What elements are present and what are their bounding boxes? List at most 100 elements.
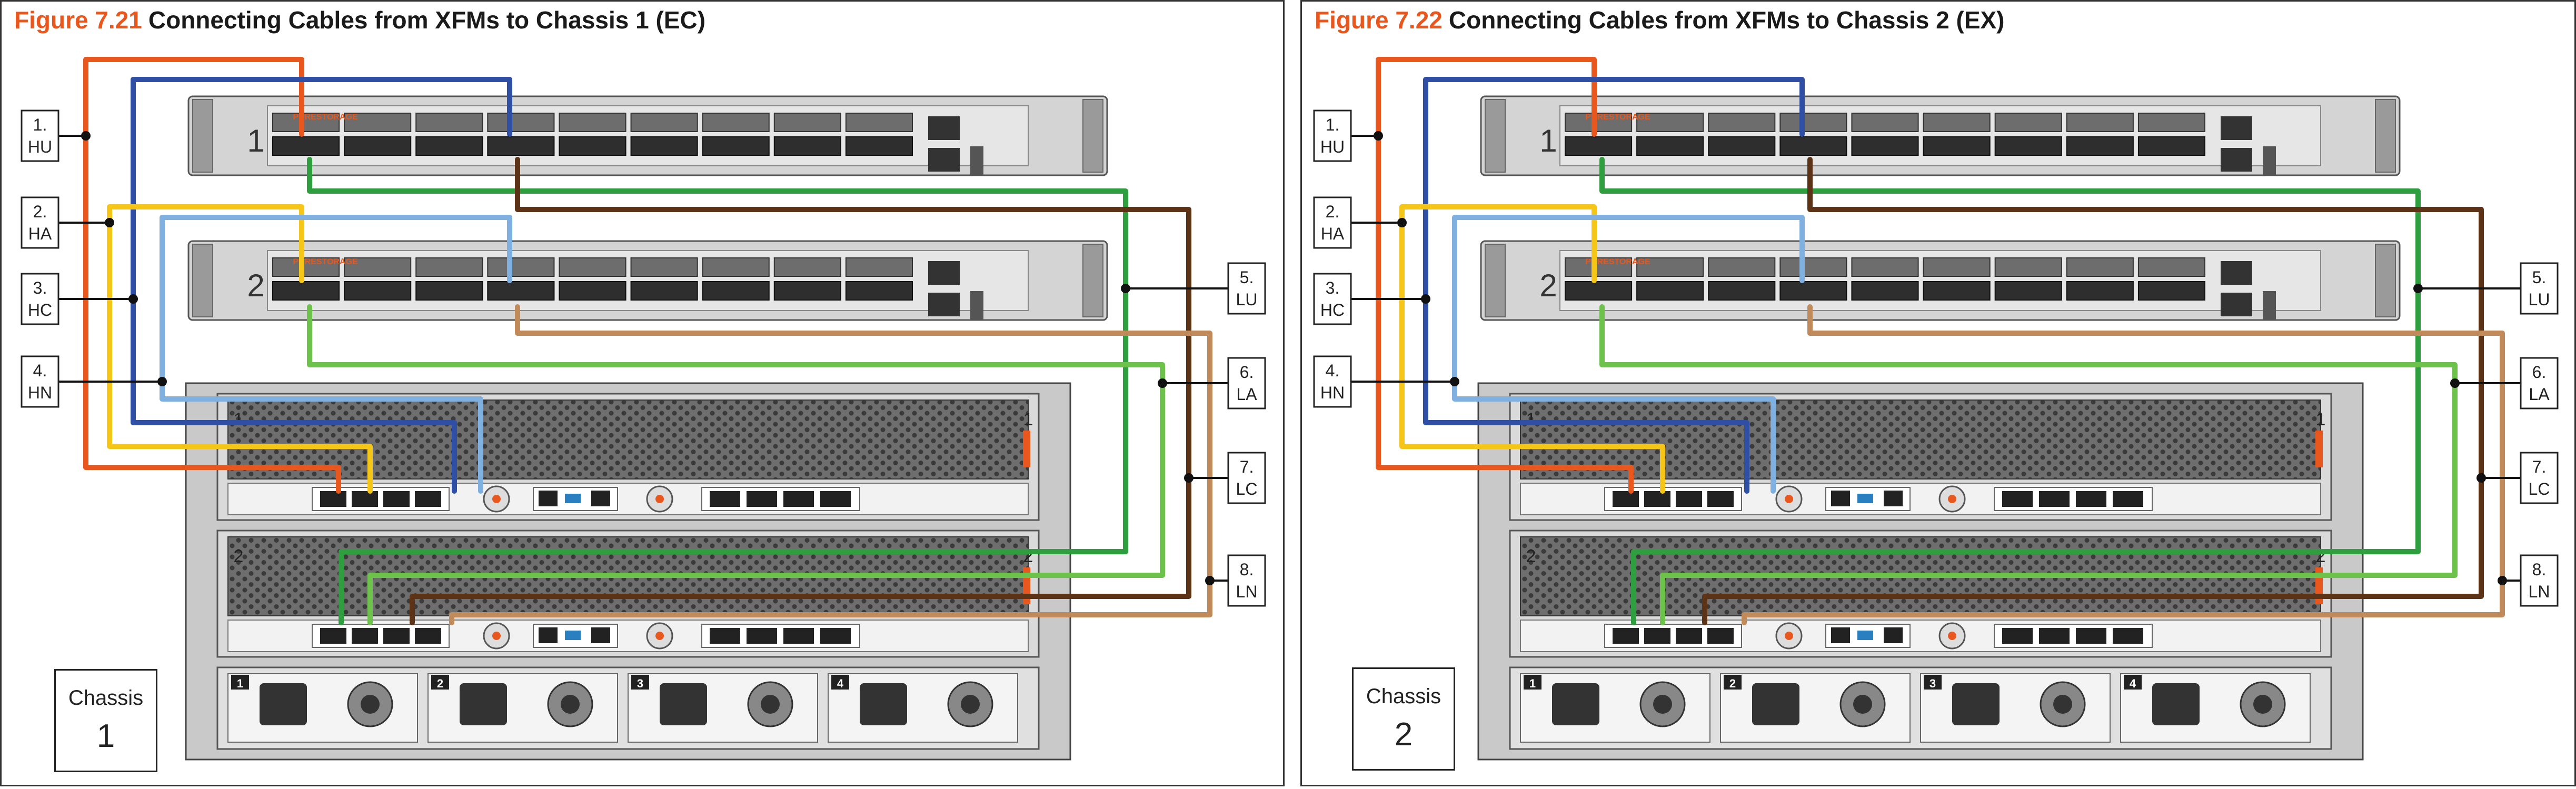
chassis-label-number: 1	[96, 718, 115, 754]
callout-number: 8.	[1240, 560, 1254, 579]
xfm-port	[415, 136, 483, 156]
ethernet-port	[783, 491, 814, 507]
chassis-label: Chassis 2	[1352, 667, 1455, 771]
figure-number: Figure 7.21	[14, 6, 142, 34]
chassis-label-title: Chassis	[68, 686, 144, 710]
ethernet-port	[747, 628, 777, 644]
callout-number: 8.	[2532, 560, 2547, 579]
psu-fan-hub	[2253, 695, 2272, 714]
leader-dot	[1205, 576, 1215, 585]
xfm-number: 2	[247, 268, 264, 303]
xfm-port	[559, 113, 626, 132]
xfm-port	[702, 136, 770, 156]
xfm-port	[845, 136, 913, 156]
xfm-port	[1851, 257, 1919, 277]
power-inlet	[460, 683, 507, 725]
power-inlet	[660, 683, 707, 725]
xfm-port	[487, 281, 555, 301]
controller-handle	[1023, 431, 1030, 467]
xfm-port	[773, 281, 841, 301]
xfm-ear	[1485, 99, 1506, 173]
callout-number: 5.	[2532, 268, 2547, 287]
xfm-port	[845, 113, 913, 132]
leader-dot	[1121, 284, 1130, 293]
ethernet-port	[783, 628, 814, 644]
xfm-port	[1779, 257, 1847, 277]
cable-lc	[1702, 157, 2484, 625]
xfm-port	[773, 257, 841, 277]
xfm-port	[1636, 257, 1704, 277]
leader-dot	[1450, 377, 1459, 386]
ethernet-port	[2002, 491, 2033, 507]
cable-ha	[1423, 77, 1805, 494]
leader-dot	[157, 377, 167, 386]
cable-hn	[1452, 215, 1805, 494]
callout-code: LN	[1236, 582, 1258, 601]
xfm-port	[1565, 257, 1633, 277]
callout-hc	[21, 273, 59, 325]
cable-la	[1599, 304, 2458, 625]
controller-vent	[1520, 400, 2321, 480]
xfm-port	[2066, 281, 2134, 301]
chassis-label: Chassis 1	[54, 669, 157, 772]
ethernet-port	[1644, 491, 1670, 507]
leader-dot	[81, 131, 91, 141]
callout-number: 6.	[1240, 363, 1254, 382]
xfm-usb-port	[2263, 146, 2276, 175]
chassis-label-number: 2	[1394, 716, 1413, 753]
callout-hc	[1313, 273, 1352, 325]
figure-title: Connecting Cables from XFMs to Chassis 2…	[1448, 6, 2005, 34]
leader-dot	[1374, 131, 1383, 141]
ethernet-port	[747, 491, 777, 507]
thumbscrew-center	[1948, 495, 1956, 503]
leader-dot	[2450, 378, 2460, 388]
psu-number-tag	[2124, 675, 2142, 690]
callout-code: HC	[1320, 301, 1345, 319]
xfm-number: 1	[1539, 123, 1557, 158]
ethernet-port	[1676, 491, 1702, 507]
psu-number-tag	[231, 675, 249, 690]
psu-fan-hub	[961, 695, 980, 714]
callout-hu	[1313, 109, 1352, 162]
xfm-brand: PURESTORAGE	[293, 257, 358, 266]
psu-number-tag	[1724, 675, 1742, 690]
cable-hu	[1376, 57, 1634, 494]
mgmt-port	[1884, 627, 1903, 643]
ethernet-port	[352, 491, 378, 507]
psu-number-tag	[431, 675, 449, 690]
xfm-port	[1851, 136, 1919, 156]
xfm-ear	[192, 99, 213, 173]
xfm-port	[702, 113, 770, 132]
controller-number: 2	[1526, 546, 1536, 566]
xfm-usb-port	[970, 291, 983, 320]
psu-fan-hub	[1853, 695, 1872, 714]
xfm-ear	[2375, 99, 2396, 173]
xfm-port	[1851, 281, 1919, 301]
xfm-port	[1994, 136, 2062, 156]
controller-number: 1	[1023, 410, 1033, 430]
xfm-port	[559, 136, 626, 156]
xfm-mgmt-port	[2221, 293, 2252, 316]
thumbscrew-center	[655, 632, 664, 640]
xfm-port	[1923, 257, 1991, 277]
xfm-port	[1923, 136, 1991, 156]
callout-code: HN	[1320, 383, 1345, 402]
xfm-port	[1708, 257, 1776, 277]
callout-code: HU	[1320, 137, 1345, 156]
psu-number: 3	[1929, 677, 1936, 690]
ethernet-port	[320, 491, 346, 507]
thumbscrew-center	[1785, 632, 1793, 640]
cable-ha	[131, 77, 512, 494]
xfm-ear	[1485, 244, 1506, 317]
mgmt-port	[1831, 627, 1850, 643]
mgmt-port	[591, 491, 610, 506]
psu-fan-hub	[561, 695, 580, 714]
figure-title: Connecting Cables from XFMs to Chassis 1…	[148, 6, 706, 34]
ethernet-port	[2076, 628, 2106, 644]
ethernet-port	[2039, 628, 2070, 644]
xfm-port	[2066, 113, 2134, 132]
